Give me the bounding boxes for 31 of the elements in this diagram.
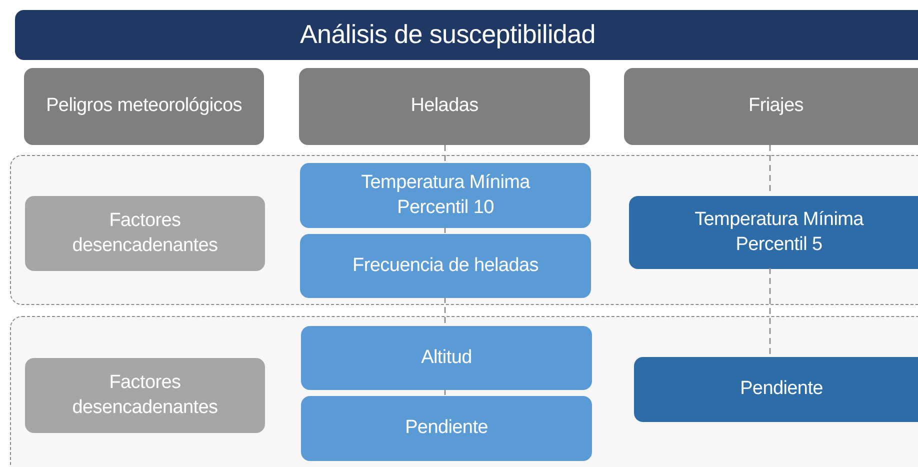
box-label: Pendiente [405,416,488,440]
box-label: Frecuencia de heladas [352,254,538,278]
factor-box [634,357,918,422]
box-label: Análisis de susceptibilidad [300,18,596,52]
factor-box [300,163,591,228]
box-label: Altitud [421,346,472,370]
connector-line [444,389,446,395]
box-label: Peligros meteorológicos [46,94,242,118]
factor-box [301,326,592,390]
group-panel [10,316,918,467]
connector-line [444,227,446,233]
category-box [24,68,264,145]
box-label: Factores desencadenantes [71,208,219,258]
connector-line [444,297,446,325]
box-label: Heladas [410,94,478,118]
connector-line [769,268,771,356]
category-box [25,358,265,433]
category-box [25,196,265,271]
connector-line [444,145,446,162]
factor-box [300,234,591,298]
factor-box [301,396,592,461]
category-box [624,68,918,145]
title-banner [15,10,918,60]
box-label: Temperatura Mínima Percentil 10 [360,170,532,220]
category-box [299,68,590,145]
box-label: Friajes [748,94,804,118]
box-label: Factores desencadenantes [71,370,219,420]
box-label: Pendiente [740,377,823,402]
factor-box [629,196,918,269]
group-panel [10,155,918,305]
box-label: Temperatura Mínima Percentil 5 [694,208,865,256]
